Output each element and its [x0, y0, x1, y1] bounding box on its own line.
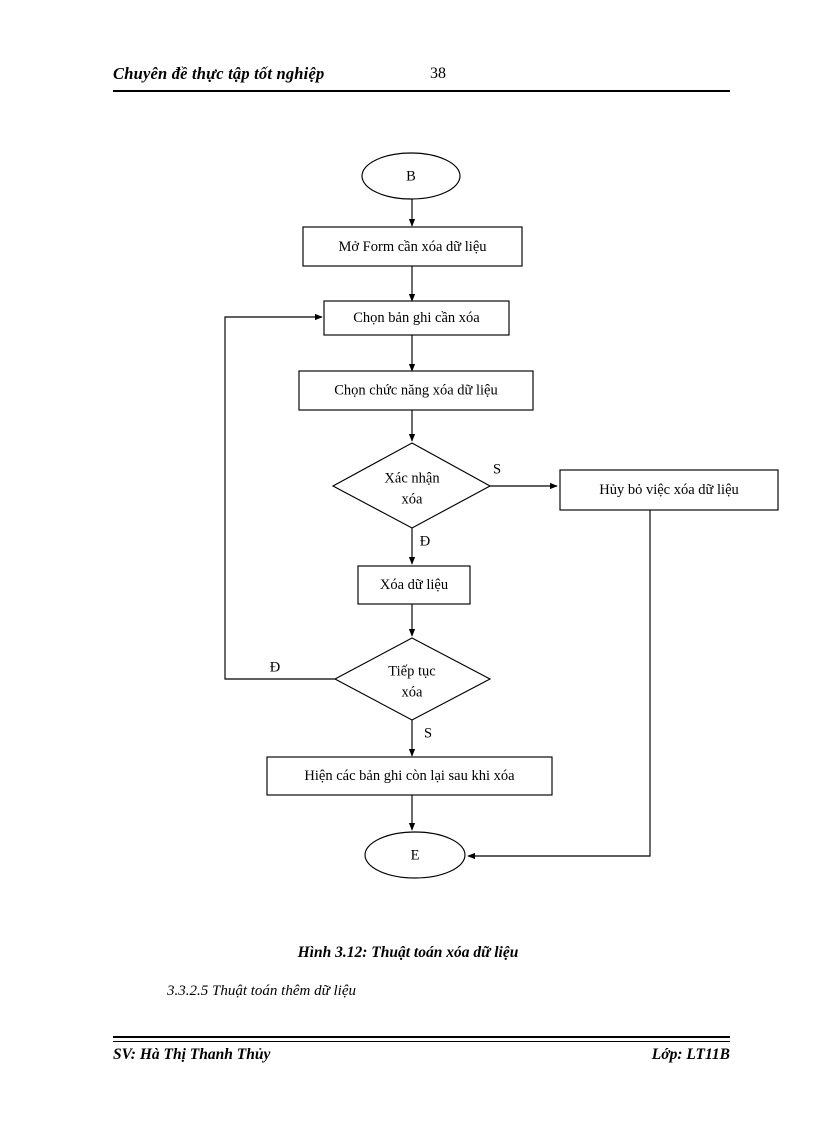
edge-continue-yes-loopback — [224, 313, 335, 680]
flow-node-confirm-delete-label-line2: xóa — [402, 491, 424, 507]
header-divider — [113, 90, 730, 92]
flow-node-show-remaining — [266, 756, 553, 796]
flow-node-continue-delete — [333, 637, 492, 721]
page-header: Chuyên đề thực tập tốt nghiệp 38 — [113, 64, 730, 98]
footer-divider-top — [113, 1036, 730, 1038]
section-heading: 3.3.2.5 Thuật toán thêm dữ liệu — [167, 983, 357, 999]
flow-node-select-record-label: Chọn bản ghi cần xóa — [353, 310, 480, 326]
footer-class: Lớp: LT11B — [651, 1046, 730, 1063]
edge-label-continue-no: S — [424, 725, 432, 741]
figure-caption: Hình 3.12: Thuật toán xóa dữ liệu — [297, 944, 519, 961]
flow-node-delete-data-label: Xóa dữ liệu — [380, 577, 448, 593]
flow-node-confirm-delete-label-line1: Xác nhận — [384, 470, 440, 486]
flow-node-select-function — [298, 370, 534, 411]
flow-node-end — [364, 831, 466, 879]
edge-label-continue-yes: Đ — [270, 659, 280, 675]
flow-node-start-label: B — [406, 168, 416, 184]
page-number: 38 — [430, 65, 446, 82]
footer-student-name: SV: Hà Thị Thanh Thủy — [113, 1046, 271, 1063]
edge-label-confirm-no: Đ — [420, 533, 430, 549]
flow-node-open-form-label: Mở Form cần xóa dữ liệu — [338, 239, 486, 255]
flow-node-delete-data — [357, 565, 471, 605]
edge-cancel-to-end — [467, 510, 651, 860]
page-footer: SV: Hà Thị Thanh Thủy Lớp: LT11B — [113, 1046, 730, 1070]
flow-node-open-form — [302, 226, 523, 267]
flow-node-continue-delete-label-line1: Tiếp tục — [388, 663, 435, 679]
footer-divider-bottom — [113, 1041, 730, 1042]
header-title: Chuyên đề thực tập tốt nghiệp — [113, 64, 325, 83]
flow-node-cancel-delete-label: Hủy bỏ việc xóa dữ liệu — [599, 482, 739, 498]
flow-node-start — [361, 152, 461, 200]
flow-node-end-label: E — [411, 847, 420, 863]
flow-node-show-remaining-label: Hiện các bản ghi còn lại sau khi xóa — [304, 768, 515, 784]
flow-node-select-function-label: Chọn chức năng xóa dữ liệu — [334, 382, 498, 398]
flow-node-select-record — [323, 300, 510, 336]
flow-node-confirm-delete — [331, 442, 492, 529]
flow-node-cancel-delete — [559, 469, 779, 511]
edge-label-confirm-yes: S — [493, 461, 501, 477]
flow-node-continue-delete-label-line2: xóa — [402, 684, 424, 700]
